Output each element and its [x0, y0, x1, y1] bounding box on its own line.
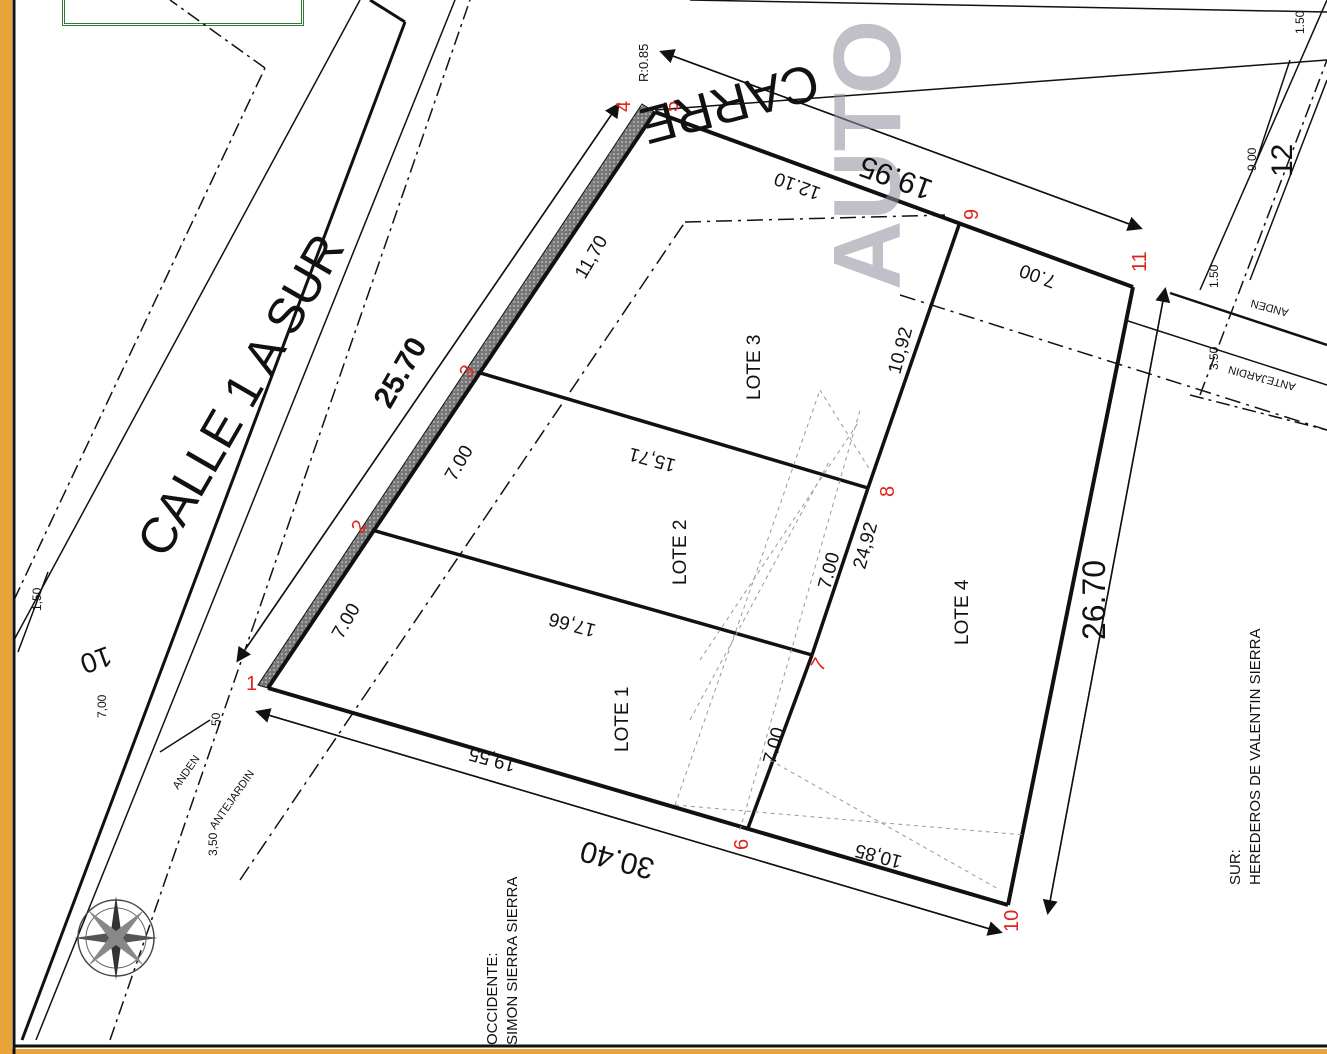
lot-2-label: LOTE 2	[670, 520, 691, 585]
dim-1955: 19,55	[467, 743, 518, 776]
dim-1085: 10,85	[853, 839, 904, 872]
road-stamp: AUTO	[814, 20, 921, 290]
frame-left-strip	[0, 0, 12, 1054]
point-11: 11	[1129, 251, 1151, 272]
street-dim-700: 7,00	[95, 694, 109, 718]
street-dim-150: 1,50	[30, 587, 44, 611]
point-8: 8	[877, 486, 899, 497]
street-name: CALLE 1 A SUR	[126, 225, 355, 566]
road-dim-900: 9.00	[1245, 147, 1259, 171]
lot-divisions	[371, 221, 962, 829]
road-dim-150-top: 1.50	[1293, 10, 1307, 34]
point-4: 4	[613, 101, 635, 112]
dim-1170: 11,70	[571, 232, 612, 282]
lot-4-label: LOTE 4	[952, 579, 973, 645]
south-neighbor-name: HEREDEROS DE VALENTIN SIERRA	[1247, 629, 1264, 885]
point-7: 7	[807, 655, 832, 676]
street-anden: ANDEN	[171, 753, 203, 791]
point-10: 10	[1001, 910, 1023, 932]
street-dim-50: 50	[209, 712, 223, 726]
dim-3040: 30.40	[577, 834, 658, 885]
point-6: 6	[731, 839, 753, 850]
west-neighbor-name: SIMON SIERRA SIERRA	[504, 877, 521, 1045]
frame-bottom-strip	[0, 1049, 1327, 1054]
road-antejardin: ANTEJARDIN	[1227, 363, 1297, 392]
street-lines	[13, 0, 471, 1041]
dim-700-c: 7.00	[815, 550, 845, 591]
south-neighbor-label: SUR:	[1227, 849, 1244, 885]
dim-r085: R:0.85	[636, 44, 651, 82]
road-width: 12	[1266, 144, 1299, 177]
road-dim-350: 3.50	[1207, 346, 1221, 370]
road-anden: ANDEN	[1250, 297, 1290, 319]
legend-box	[62, 0, 304, 26]
dim-700-d: 7.00	[760, 725, 790, 766]
dimension-lines	[17, 49, 1291, 936]
point-9: 9	[961, 209, 983, 220]
compass-rose-icon	[74, 896, 158, 980]
street-antejardin: ANTEJARDIN	[208, 768, 257, 832]
point-1: 1	[246, 673, 257, 695]
dim-1766: 17,66	[547, 608, 598, 641]
point-5: 5	[661, 101, 683, 112]
construction-lines	[674, 389, 1026, 891]
street-length: 25.70	[367, 332, 433, 414]
property-boundary	[266, 110, 1135, 907]
street-dim-350: 3,50	[206, 832, 220, 856]
dim-2670: 26.70	[1076, 560, 1112, 640]
road-dim-150: 1.50	[1207, 264, 1221, 288]
dim-700-a: 7.00	[441, 442, 478, 485]
dim-1571: 15,71	[627, 443, 678, 476]
setback-lines	[239, 214, 1327, 881]
street-width: 10	[76, 640, 116, 680]
dim-1092: 10,92	[885, 325, 918, 376]
lot-3-label: LOTE 3	[744, 335, 765, 400]
dim-700-b: 7.00	[328, 600, 365, 643]
west-neighbor-label: OCCIDENTE:	[484, 952, 501, 1045]
road-lines	[654, 0, 1327, 431]
sidewalk-hatch	[257, 103, 656, 689]
lot-1-label: LOTE 1	[612, 687, 633, 752]
dim-700-east: 7.00	[1017, 259, 1059, 291]
